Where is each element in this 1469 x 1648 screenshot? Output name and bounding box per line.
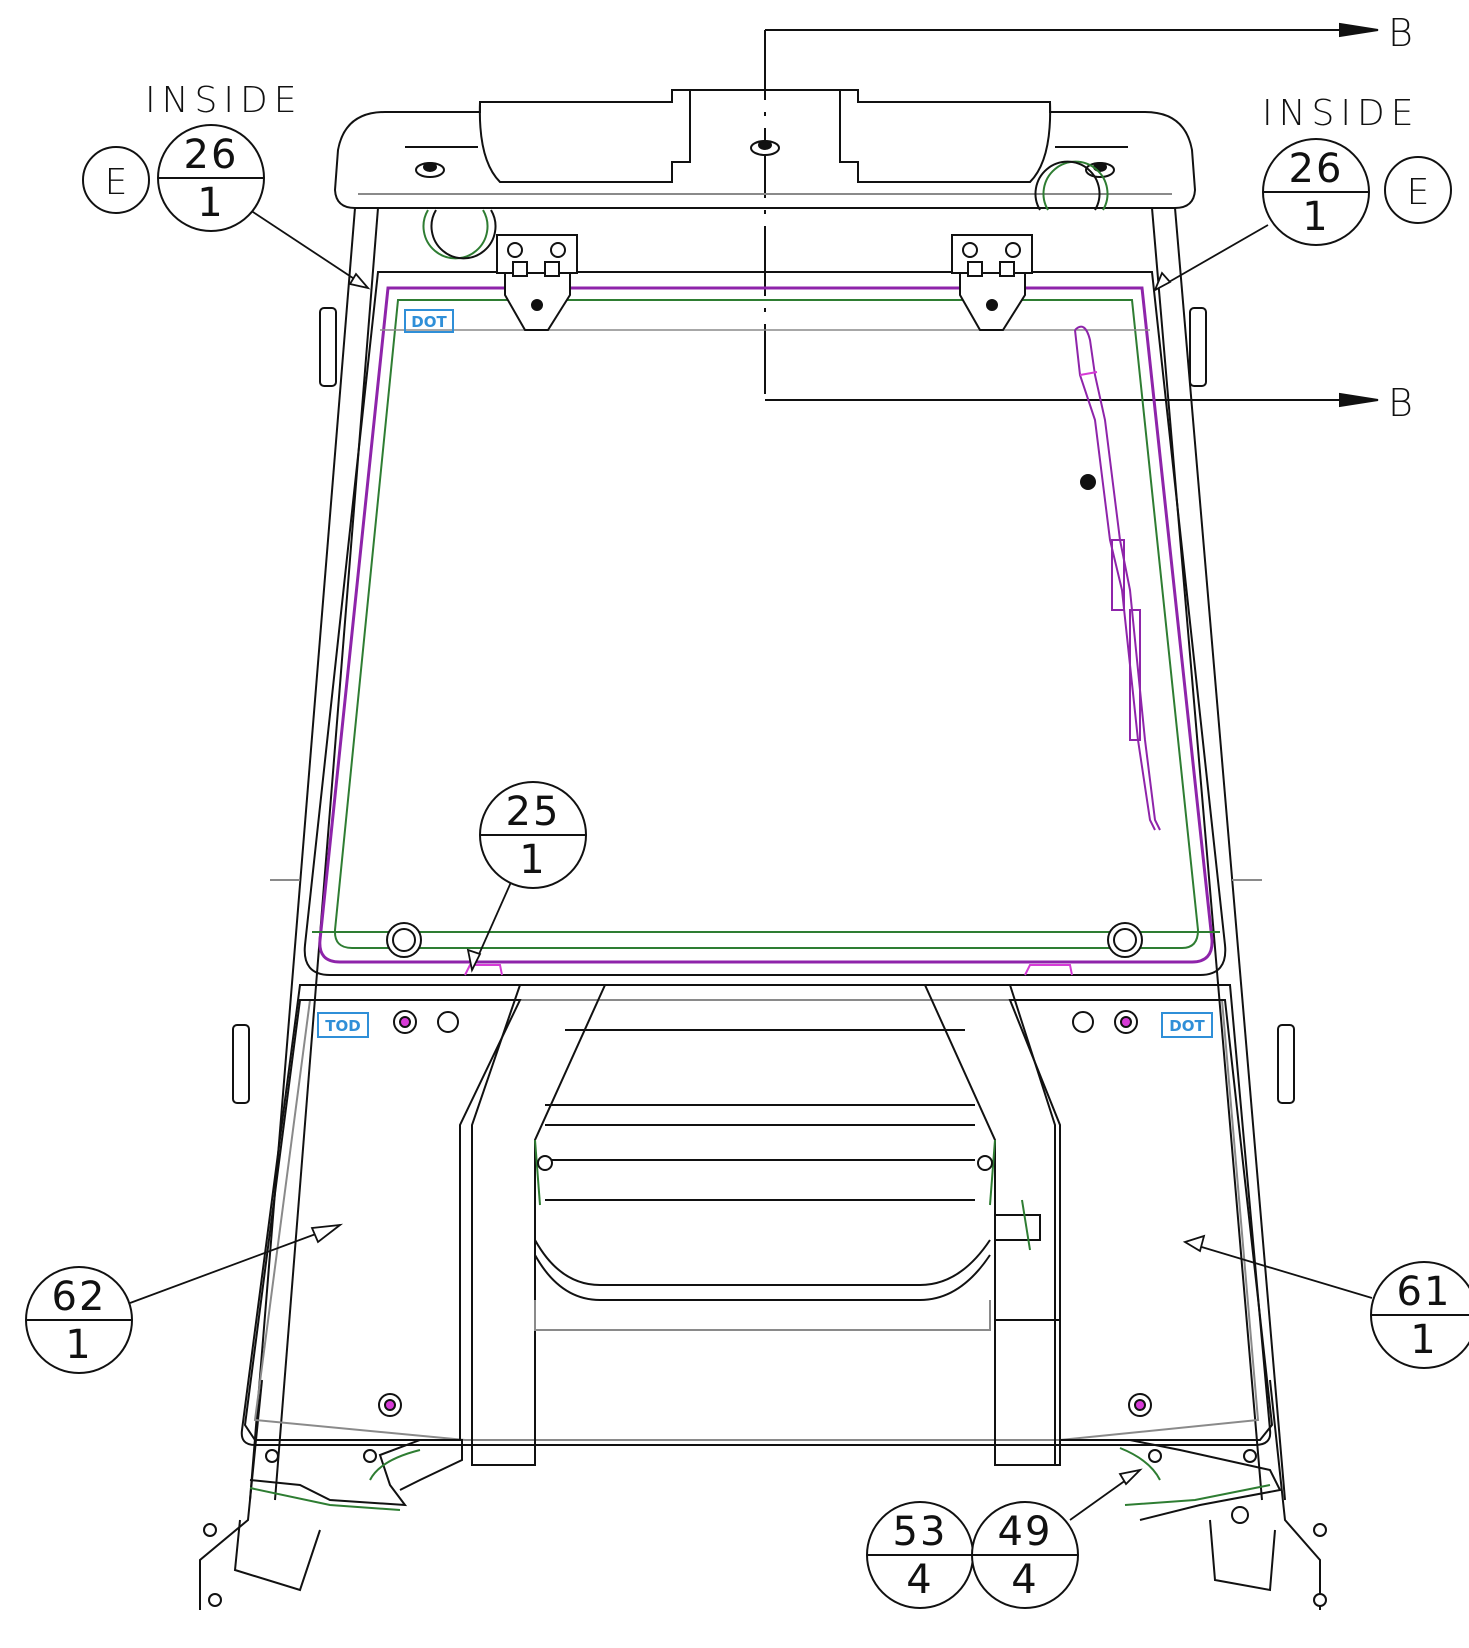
callout-bottom-b: 49 4	[971, 1501, 1079, 1609]
dot-badge-top-text: DOT	[411, 313, 447, 331]
detail-e-right: E	[1384, 156, 1452, 224]
dot-badge-top: DOT	[404, 309, 454, 333]
dot-badge-left: TOD	[317, 1012, 369, 1038]
leader-arrowheads	[310, 271, 1206, 1486]
callout-center-top: 25	[506, 789, 561, 835]
hinge-left	[496, 234, 578, 331]
center-console	[471, 984, 1061, 1466]
callout-right-panel-bottom: 1	[1410, 1317, 1437, 1363]
callout-bottom-a-top: 53	[893, 1509, 948, 1555]
console-bolts	[537, 1155, 993, 1171]
section-marker-bottom: B	[1388, 381, 1413, 425]
glass-lower-buttons	[386, 922, 1143, 958]
callout-left-panel-bottom: 1	[65, 1322, 92, 1368]
callout-right-panel-top: 61	[1397, 1269, 1452, 1315]
dot-badge-right-text: DOT	[1169, 1017, 1205, 1035]
inside-label-right: INSIDE	[1262, 93, 1419, 134]
windshield	[303, 271, 1227, 976]
right-lower-panel	[1008, 999, 1274, 1441]
callout-bottom-b-top: 49	[998, 1509, 1053, 1555]
dot-badge-right: DOT	[1161, 1012, 1213, 1038]
section-marker-top: B	[1388, 11, 1413, 55]
callout-bottom-b-bottom: 4	[1011, 1557, 1038, 1603]
hinge-right	[951, 234, 1033, 331]
callout-top-right: 26 1	[1262, 138, 1370, 246]
callout-bottom-a-bottom: 4	[906, 1557, 933, 1603]
callout-bottom-a: 53 4	[866, 1501, 974, 1609]
bottom-bolts	[203, 1449, 1327, 1607]
detail-e-left-text: E	[105, 162, 128, 203]
callout-top-right-top: 26	[1289, 146, 1344, 192]
bottom-steps-green	[249, 1447, 1271, 1511]
callout-top-left: 26 1	[157, 124, 265, 232]
callout-left-panel: 62 1	[25, 1266, 133, 1374]
panel-fasteners	[378, 1010, 1152, 1417]
cab-frame	[199, 207, 1321, 1610]
callout-right-panel: 61 1	[1370, 1261, 1469, 1369]
roof-light-recesses	[422, 160, 1109, 260]
detail-e-right-text: E	[1407, 172, 1430, 213]
callout-center: 25 1	[479, 781, 587, 889]
wiper-arm	[1074, 325, 1161, 831]
callout-left-panel-top: 62	[52, 1274, 107, 1320]
dot-badge-left-text: TOD	[325, 1017, 360, 1035]
wiper-pivot	[1080, 474, 1096, 490]
bottom-steps	[233, 1439, 1282, 1592]
console-green-trim	[534, 1139, 1031, 1251]
lower-body	[240, 964, 1272, 1446]
detail-e-left: E	[82, 146, 150, 214]
inside-label-left: INSIDE	[145, 80, 302, 121]
callout-top-right-bottom: 1	[1302, 194, 1329, 240]
callout-center-bottom: 1	[519, 837, 546, 883]
callout-top-left-bottom: 1	[197, 180, 224, 226]
section-line-b	[764, 22, 1379, 408]
leader-lines	[129, 209, 1373, 1521]
callout-top-left-top: 26	[184, 132, 239, 178]
